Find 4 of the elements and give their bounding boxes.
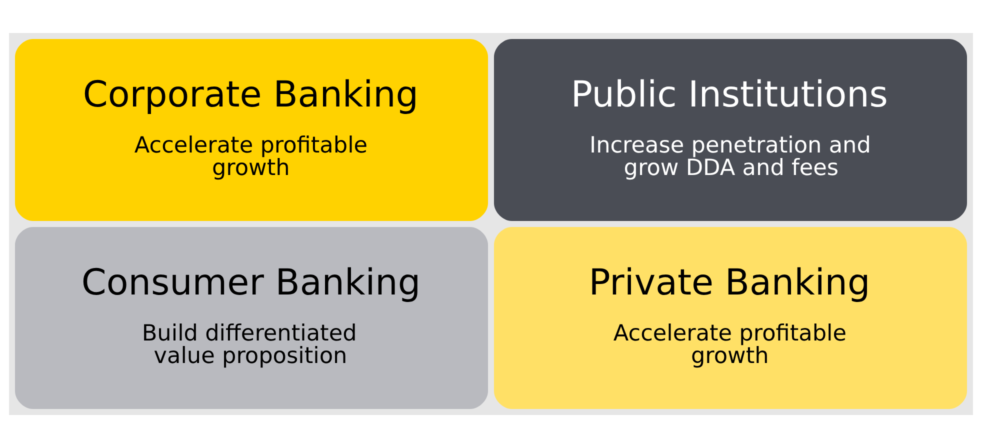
node-box: Corporate Banking Accelerate profitable growth [15,38,488,222]
node-box: Public Institutions Increase penetration and grow DDA and fees [494,38,967,222]
node-box: Consumer Banking Build differentiated value proposition [15,226,488,410]
node-box: Private Banking Accelerate profitable growth [494,226,967,410]
